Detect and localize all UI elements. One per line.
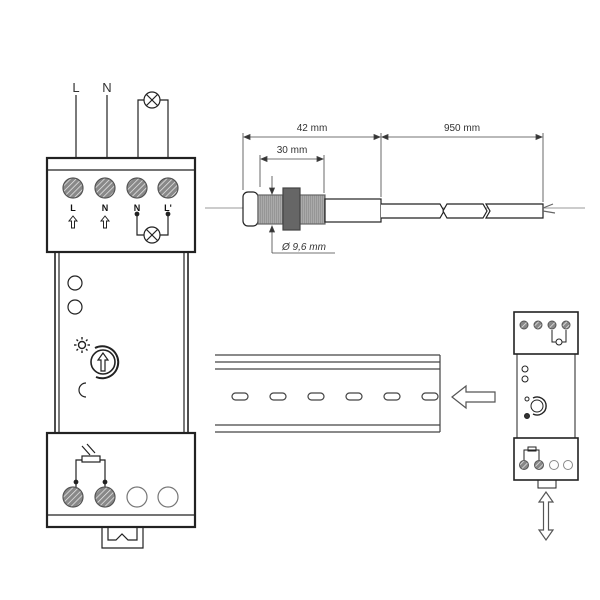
led-indicator	[67, 275, 83, 291]
din-rail	[215, 354, 441, 433]
terminal-label-l-out: L'	[164, 203, 172, 213]
main-device	[45, 91, 197, 549]
knob-arrow-icon	[96, 351, 110, 372]
input-arrow-icons	[67, 215, 111, 229]
arrow-left-icon	[451, 384, 496, 410]
sun-icon	[74, 337, 90, 353]
dim-cable-length: 950 mm	[444, 123, 480, 134]
dimension-lines	[242, 133, 544, 254]
photo-sensor-symbol	[73, 443, 108, 497]
wire-label-n: N	[102, 80, 111, 95]
terminal-label-n-out: N	[134, 203, 141, 213]
lamp-icon	[143, 91, 161, 109]
dim-diameter: Ø 9,6 mm	[281, 242, 326, 253]
lamp-wire-left	[137, 99, 144, 158]
wire-label-l: L	[72, 80, 79, 95]
lamp-wire-right	[160, 99, 169, 158]
dim-thread-length: 30 mm	[277, 145, 308, 156]
rail-slots	[231, 392, 439, 401]
mounted-device-thumbnail	[513, 311, 579, 489]
bottom-terminal-block	[45, 431, 197, 529]
terminal-label-n: N	[102, 203, 109, 213]
double-arrow-vertical-icon	[537, 490, 555, 542]
sensitivity-knob[interactable]	[90, 345, 120, 380]
light-sensor-probe: 42 mm 30 mm 950 mm Ø 9,6 mm	[205, 123, 585, 254]
lamp-icon	[143, 226, 161, 244]
moon-icon	[78, 382, 87, 398]
screw-terminal-icon	[62, 486, 179, 508]
dim-total-length: 42 mm	[297, 123, 328, 134]
led-indicator	[67, 299, 83, 315]
terminal-label-l: L	[70, 203, 76, 213]
screw-terminal-icon	[62, 177, 179, 199]
din-clip	[101, 527, 144, 549]
